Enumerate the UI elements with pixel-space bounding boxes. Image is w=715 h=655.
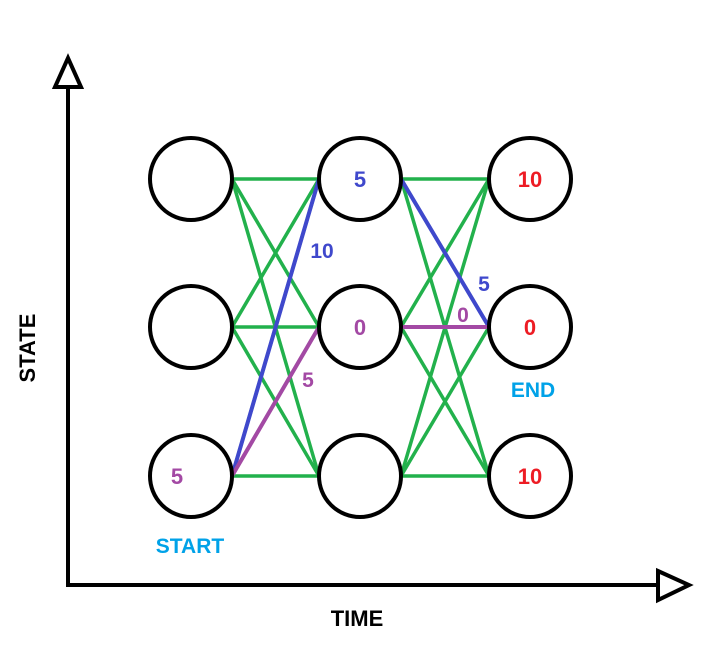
- edge-t1-s0-to-s1: [399, 326, 491, 477]
- end-label: END: [511, 379, 555, 402]
- node-circle: [148, 433, 234, 519]
- edge-label-blue-10: 10: [310, 240, 333, 263]
- node-value-label: 0: [524, 315, 536, 340]
- axes: [51, 53, 694, 604]
- highlighted-paths: [230, 177, 491, 478]
- state-node-t2-s0: 10: [487, 433, 573, 519]
- edge-label-purple-5: 5: [302, 369, 314, 392]
- y-axis-arrowhead: [51, 53, 85, 89]
- node-value-label: 5: [171, 464, 183, 489]
- node-circle: [487, 284, 573, 370]
- node-value-label: 5: [354, 167, 366, 192]
- node-circle: [317, 284, 403, 370]
- state-node-t2-s2: 10: [487, 136, 573, 222]
- start-label: START: [156, 535, 225, 558]
- state-node-t0-s2: [148, 136, 234, 222]
- x-axis-arrowhead: [656, 567, 694, 604]
- state-node-t1-s1: 0: [317, 284, 403, 370]
- node-circle: [148, 284, 234, 370]
- y-axis-label: STATE: [15, 314, 40, 383]
- edge-label-purple-0: 0: [457, 304, 469, 327]
- node-circle: [487, 433, 573, 519]
- x-axis-label: TIME: [331, 606, 384, 631]
- node-circle: [148, 136, 234, 222]
- state-node-t1-s0: [317, 433, 403, 519]
- state-node-t1-s2: 5: [317, 136, 403, 222]
- path-edge-blue-1: [230, 178, 321, 477]
- path-edge-blue-2: [399, 177, 491, 329]
- node-circle: [317, 433, 403, 519]
- edge-weight-labels: 10 5 5 0: [302, 240, 490, 392]
- path-edge-purple-1: [230, 325, 321, 478]
- node-value-label: 10: [518, 464, 542, 489]
- state-node-t0-s1: [148, 284, 234, 370]
- state-node-t0-s0: 5: [148, 433, 234, 519]
- edge-t0-s1-to-s2: [230, 178, 321, 328]
- node-value-label: 0: [354, 315, 366, 340]
- node-circle: [317, 136, 403, 222]
- node-circle: [487, 136, 573, 222]
- edge-label-blue-5: 5: [478, 273, 490, 296]
- node-value-label: 10: [518, 167, 542, 192]
- state-node-t2-s1: 0: [487, 284, 573, 370]
